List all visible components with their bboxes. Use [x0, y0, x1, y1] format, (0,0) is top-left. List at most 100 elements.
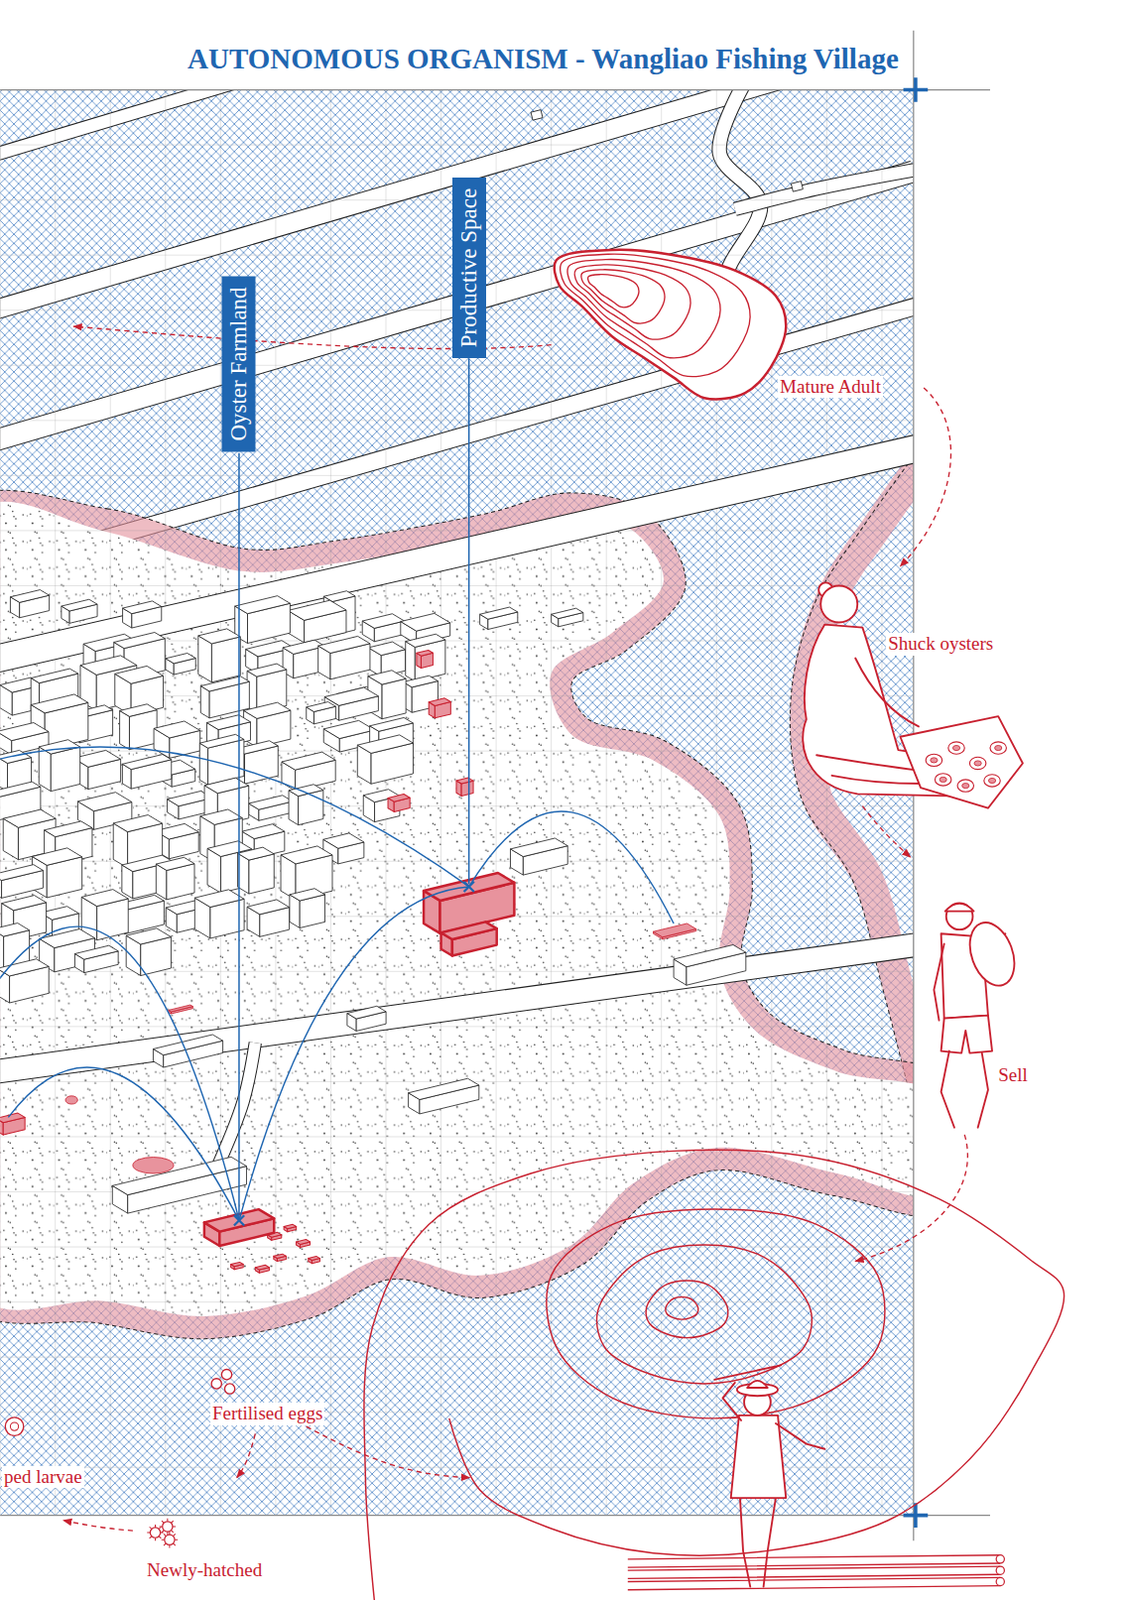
- lifecycle-arrow: [899, 387, 951, 567]
- building-face: [273, 1253, 287, 1258]
- life-stage-symbols: [4, 1370, 235, 1549]
- man-selling: [933, 902, 1022, 1128]
- building: [306, 702, 337, 725]
- building-face: [112, 1156, 247, 1195]
- raft-log: [627, 1566, 1001, 1579]
- building-face: [254, 1264, 269, 1270]
- stage-label: Mature Adult: [777, 376, 883, 399]
- farmer-pole: [714, 1365, 781, 1379]
- building-face: [113, 815, 162, 833]
- building-face: [323, 720, 375, 739]
- corner-cross: [903, 77, 929, 103]
- building-face: [235, 596, 291, 615]
- building: [0, 865, 43, 899]
- building-face: [165, 652, 196, 663]
- red-building: [283, 1224, 297, 1232]
- building-face: [509, 838, 568, 858]
- label-tag: Oyster Farmland: [222, 276, 256, 453]
- hatchling-spikes: [159, 1518, 176, 1535]
- red-building: [308, 1255, 321, 1263]
- building: [198, 628, 241, 683]
- building-face: [400, 613, 451, 631]
- building-face: [152, 1034, 223, 1056]
- grid-line: [164, 90, 166, 1516]
- building: [112, 1156, 247, 1214]
- dike-edge: [0, 171, 914, 443]
- building-face: [115, 665, 164, 684]
- hut: [790, 181, 803, 192]
- building: [280, 846, 333, 900]
- farmer-torso: [731, 1415, 787, 1499]
- lifecycle-arrow: [237, 1433, 256, 1478]
- oyster-in-basket: [939, 776, 947, 782]
- building-face: [200, 676, 250, 692]
- building-face: [408, 1078, 480, 1100]
- lifecycle-arrow: [862, 806, 910, 858]
- shell-ring: [567, 258, 721, 358]
- building-face: [244, 702, 291, 719]
- seller-shorts: [941, 1015, 993, 1054]
- building-face: [31, 848, 82, 866]
- building-face: [0, 723, 49, 742]
- building: [347, 1005, 386, 1031]
- red-building: [428, 698, 451, 719]
- building-face: [2, 809, 56, 828]
- flow-arcs: [0, 747, 674, 1221]
- building: [155, 857, 195, 900]
- seller-legs: [941, 1051, 989, 1128]
- tidal-band: [0, 490, 914, 1339]
- building: [81, 889, 128, 941]
- egg-symbol: [221, 1370, 232, 1380]
- grid-line: [0, 1135, 914, 1137]
- building: [238, 847, 275, 894]
- shell-ring: [574, 264, 691, 340]
- log-end: [996, 1577, 1004, 1586]
- grid-line: [0, 1247, 914, 1249]
- building: [200, 676, 250, 719]
- oyster-in-basket: [930, 757, 938, 763]
- seller-cap: [945, 903, 975, 912]
- farmer-hat-crown: [747, 1380, 768, 1388]
- flow-arc: [469, 811, 674, 924]
- road: [0, 447, 914, 661]
- building-face: [199, 743, 208, 785]
- shell-ring: [581, 269, 665, 324]
- lifecycle-arrow: [63, 1520, 133, 1531]
- oyster-in-basket: [990, 742, 1006, 754]
- building: [551, 608, 584, 627]
- building-face: [120, 704, 158, 718]
- building-face: [387, 794, 410, 803]
- building-face: [416, 649, 434, 656]
- building: [289, 888, 326, 929]
- building-face: [368, 670, 406, 685]
- grid-line: [0, 529, 914, 531]
- lifecycle-arrow: [855, 1134, 968, 1262]
- building-face: [308, 1255, 321, 1260]
- dike: [735, 168, 914, 210]
- building: [194, 889, 245, 939]
- sack: [961, 916, 1022, 993]
- building-face: [114, 631, 166, 648]
- building-face: [280, 846, 333, 865]
- road-edge: [0, 447, 914, 661]
- building: [61, 599, 98, 624]
- building: [122, 754, 171, 790]
- building-face: [198, 628, 241, 644]
- building-face: [155, 857, 195, 871]
- stage-label: Sell: [996, 1064, 1030, 1088]
- stage-label: Shuck oysters: [885, 632, 996, 656]
- grid-line: [330, 90, 332, 1516]
- farmer-arms: [722, 1382, 825, 1450]
- building-face: [44, 821, 93, 838]
- building-face: [81, 889, 128, 907]
- building-face: [323, 833, 365, 849]
- building: [153, 721, 201, 758]
- grid-line: [550, 90, 552, 1516]
- grid-line: [0, 365, 914, 367]
- frame: [0, 30, 991, 1541]
- stage-label: ped larvae: [1, 1466, 85, 1490]
- ring-line: [546, 1209, 885, 1419]
- oyster-in-basket: [957, 779, 974, 792]
- building-face: [200, 809, 243, 825]
